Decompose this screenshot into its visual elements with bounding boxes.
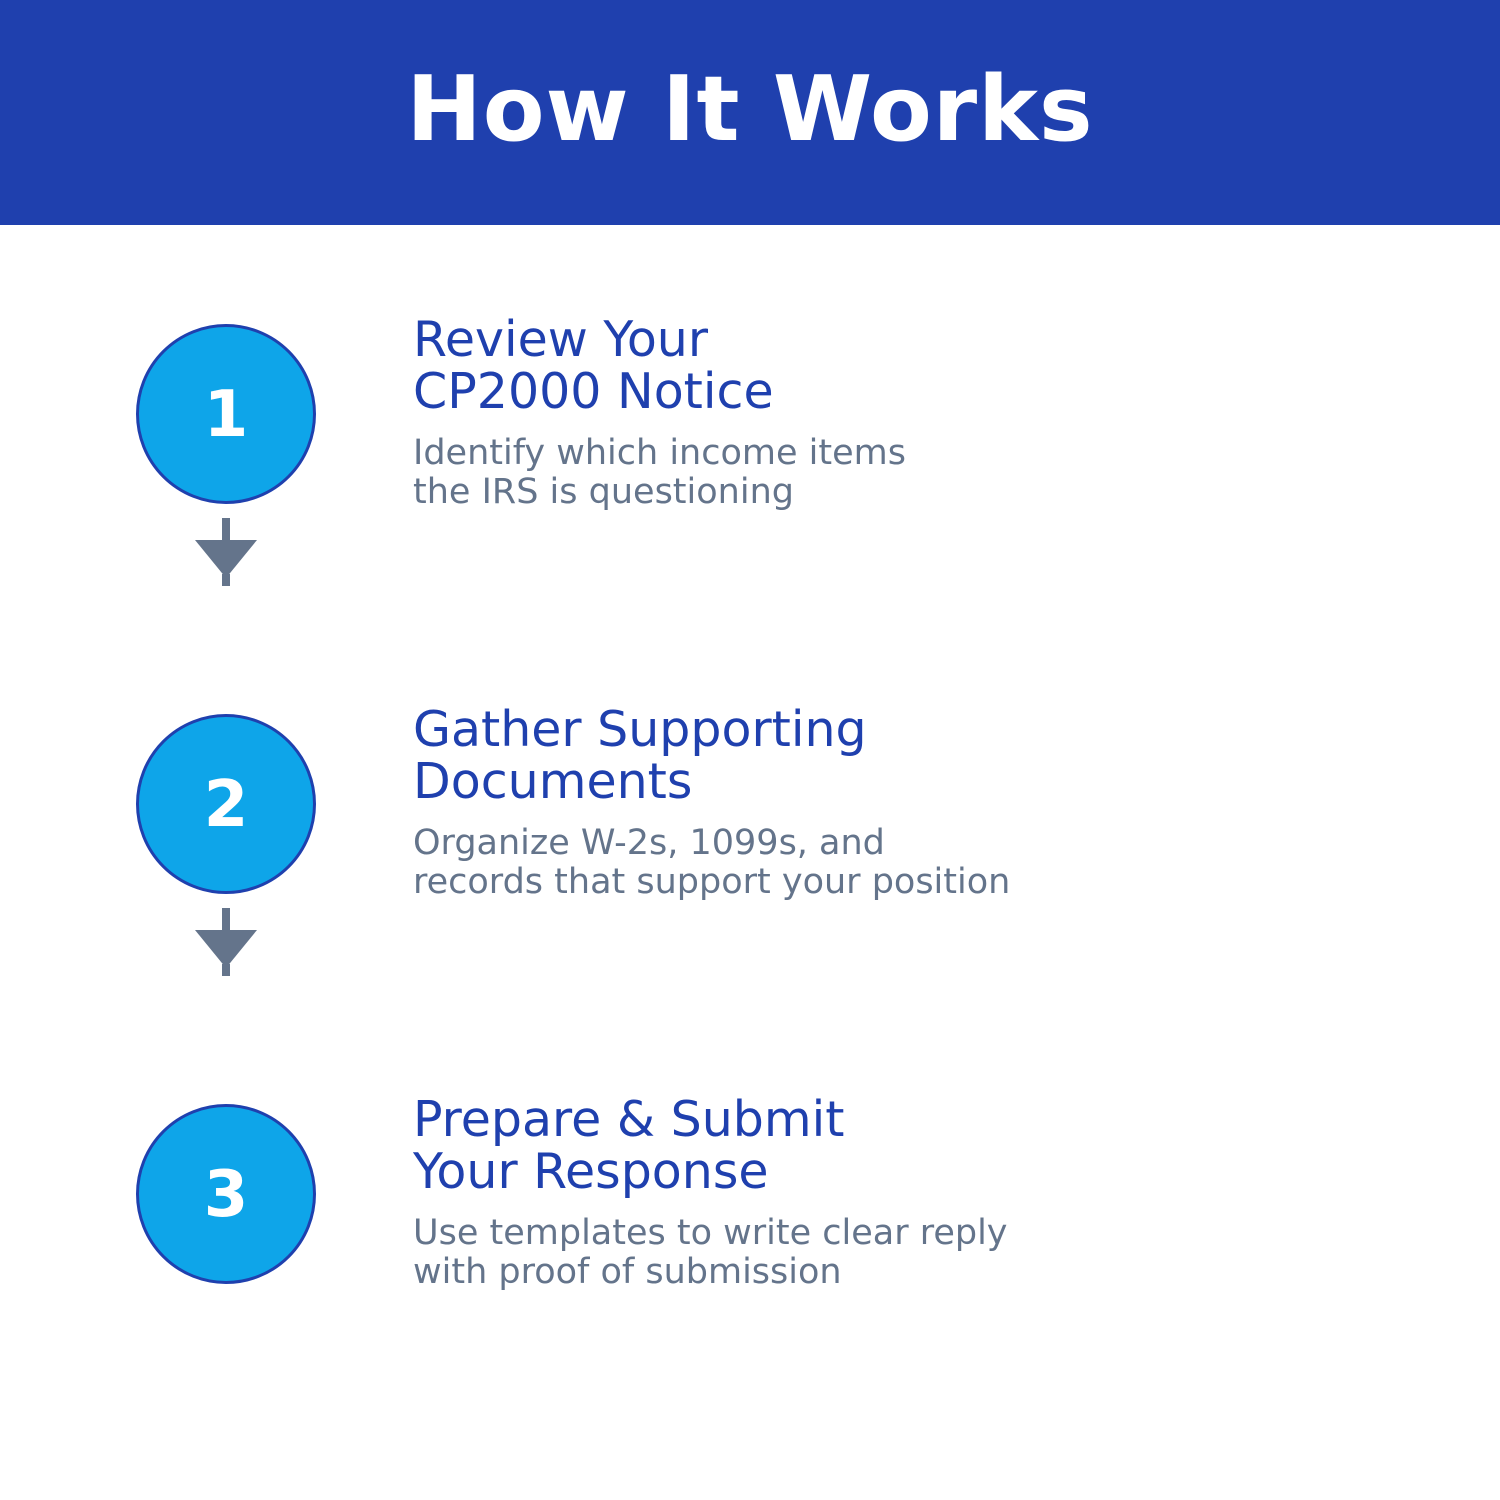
step-number: 3 — [203, 1158, 249, 1232]
header-banner: How It Works — [0, 0, 1500, 225]
arrow-down-icon — [195, 518, 257, 586]
arrow-down-icon — [195, 908, 257, 976]
step-number-badge: 2 — [136, 714, 316, 894]
page-title: How It Works — [406, 57, 1094, 162]
step-description: Organize W-2s, 1099s, and records that s… — [413, 823, 1011, 902]
step-title: Review Your CP2000 Notice — [413, 311, 774, 420]
step-number-badge: 3 — [136, 1104, 316, 1284]
step-title: Prepare & Submit Your Response — [413, 1091, 845, 1200]
step-number: 2 — [203, 768, 249, 842]
step-number: 1 — [203, 378, 249, 452]
step-description: Use templates to write clear reply with … — [413, 1213, 1008, 1292]
step-2: 2 Gather Supporting Documents Organize W… — [0, 704, 1500, 1104]
step-number-badge: 1 — [136, 324, 316, 504]
step-title: Gather Supporting Documents — [413, 701, 867, 810]
step-description: Identify which income items the IRS is q… — [413, 433, 906, 512]
step-1: 1 Review Your CP2000 Notice Identify whi… — [0, 314, 1500, 714]
step-3: 3 Prepare & Submit Your Response Use tem… — [0, 1094, 1500, 1494]
